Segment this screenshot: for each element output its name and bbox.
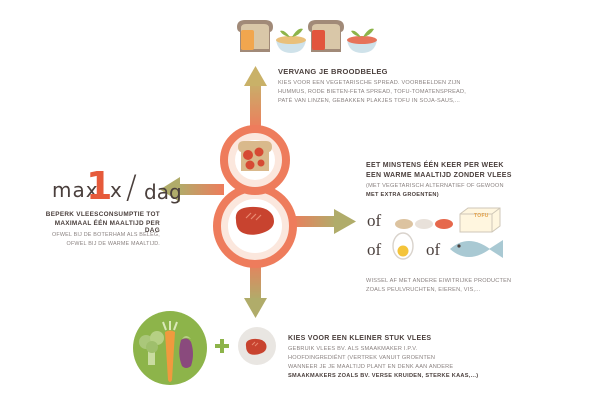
max-slash: / bbox=[126, 168, 137, 206]
right-heading-line: EET MINSTENS ÉÉN KEER PER WEEK bbox=[366, 162, 504, 169]
bread-tomato-spread-icon bbox=[308, 20, 344, 52]
veggie-bowl-icon bbox=[276, 28, 306, 53]
right-subtext: (MET VEGETARISCH ALTERNATIEF OF GEWOON bbox=[366, 183, 504, 189]
veggie-bowl-icon-2 bbox=[347, 28, 377, 53]
left-text-line: OFWEL BIJ DE BOTERHAM ALS BELEG, bbox=[51, 232, 160, 238]
right-heading-line: EEN WARME MAALTIJD ZONDER VLEES bbox=[366, 172, 512, 179]
bottom-text-line: WANNEER JE JE MAALTIJD PLANT EN DENK AAN… bbox=[288, 364, 454, 370]
right-subtext-bold: MET EXTRA GROENTEN) bbox=[366, 192, 439, 198]
right-text-line: WISSEL AF MET ANDERE EIWITRIJKE PRODUCTE… bbox=[366, 278, 512, 284]
bottom-heading: KIES VOOR EEN KLEINER STUK VLEES bbox=[288, 335, 432, 342]
of-label: of bbox=[426, 240, 441, 259]
veggie-plate bbox=[133, 311, 207, 385]
max-prefix: max bbox=[52, 178, 99, 202]
tofu-label: TOFU bbox=[474, 213, 489, 219]
of-label: of bbox=[367, 240, 382, 259]
arrow-left bbox=[160, 177, 224, 202]
max-times: x bbox=[110, 178, 122, 202]
left-text-line: OFWEL BIJ DE WARME MAALTIJD. bbox=[66, 241, 160, 247]
arrow-up bbox=[244, 66, 267, 130]
left-heading-line: BEPERK VLEESCONSUMPTIE TOT bbox=[45, 211, 160, 218]
tofu-icon bbox=[459, 207, 501, 233]
bean-icon-2 bbox=[415, 219, 433, 229]
bottom-text-line: GEBRUIK VLEES BV. ALS SMAAKMAKER I.P.V. bbox=[288, 346, 418, 352]
bread-tomato-icon bbox=[238, 141, 272, 171]
arrow-right bbox=[290, 209, 356, 234]
max-suffix: dag bbox=[144, 180, 182, 204]
max-per-day-label: max 1 x / dag bbox=[52, 164, 182, 208]
max-number: 1 bbox=[86, 164, 113, 208]
bean-icon bbox=[395, 219, 413, 229]
eggplant-icon bbox=[179, 336, 193, 368]
carrot-icon bbox=[162, 321, 178, 382]
right-text-line: ZOALS PEULVRUCHTEN, EIEREN, VIS,... bbox=[366, 287, 481, 293]
of-label: of bbox=[367, 211, 382, 230]
left-heading-line: MAXIMAAL ÉÉN MAALTIJD PER DAG bbox=[54, 220, 160, 234]
broccoli-icon bbox=[139, 331, 164, 365]
plus-icon bbox=[215, 339, 229, 353]
top-text-line: HUMMUS, RODE BIETEN-FETA SPREAD, TOFU-TO… bbox=[278, 89, 466, 95]
steak-icon bbox=[235, 206, 274, 235]
small-steak-plate bbox=[238, 327, 276, 365]
top-text-line: PATÉ VAN LINZEN, GEBAKKEN PLAKJES TOFU I… bbox=[278, 98, 461, 104]
arrow-down bbox=[244, 258, 267, 318]
bread-spread-icon bbox=[237, 20, 273, 52]
fish-icon bbox=[450, 240, 503, 258]
top-heading: VERVANG JE BROODBELEG bbox=[278, 67, 388, 76]
bottom-text-line-bold: SMAAKMAKERS ZOALS BV. VERSE KRUIDEN, STE… bbox=[288, 373, 479, 379]
top-text-line: KIES VOOR EEN VEGETARISCHE SPREAD. VOORB… bbox=[278, 80, 461, 86]
egg-icon bbox=[392, 232, 414, 260]
bottom-text-line: HOOFDINGREDIËNT (VERTREK VANUIT GROENTEN bbox=[288, 355, 436, 361]
bean-icon-3 bbox=[435, 219, 453, 229]
